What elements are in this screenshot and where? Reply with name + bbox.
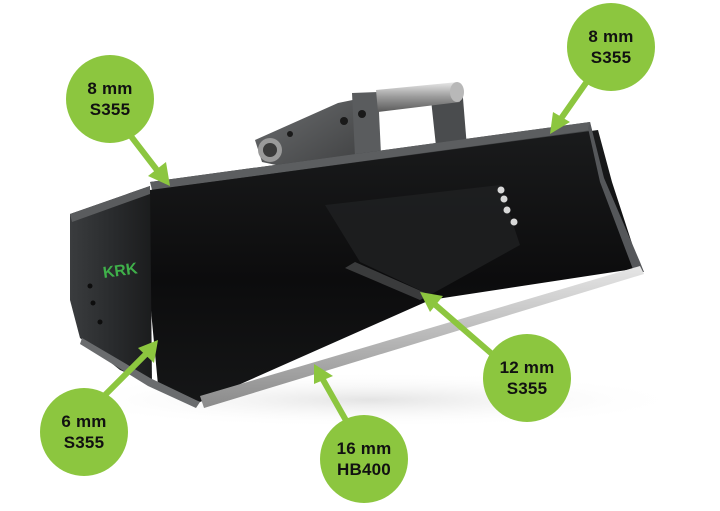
hitch-pin — [376, 82, 464, 112]
callout-arrows — [95, 78, 591, 426]
callout-bottom-center: 16 mm HB400 — [320, 415, 408, 503]
inner-right-wall — [325, 185, 520, 295]
callout-grade: S355 — [63, 433, 105, 452]
callout-bottom-left: 6 mm S355 — [40, 388, 128, 476]
callout-top-right: 8 mm S355 — [567, 3, 655, 91]
cutting-edge-blade — [200, 266, 644, 408]
right-side-plate — [588, 122, 644, 272]
callout-grade: S355 — [89, 100, 131, 119]
mounting-holes — [497, 186, 518, 226]
callout-grade: HB400 — [337, 460, 391, 479]
callout-thickness: 8 mm — [87, 79, 133, 98]
callout-grade: S355 — [590, 48, 632, 67]
callout-mid-right: 12 mm S355 — [483, 334, 571, 422]
callout-top-left: 8 mm S355 — [66, 55, 154, 143]
left-end-plate — [70, 186, 152, 384]
callout-thickness: 16 mm — [336, 439, 392, 458]
callout-thickness: 8 mm — [588, 27, 634, 46]
wear-strip — [80, 338, 200, 408]
brand-logo: KRK — [102, 260, 139, 282]
callout-grade: S355 — [506, 379, 548, 398]
callout-thickness: 12 mm — [499, 358, 555, 377]
callout-thickness: 6 mm — [61, 412, 107, 431]
